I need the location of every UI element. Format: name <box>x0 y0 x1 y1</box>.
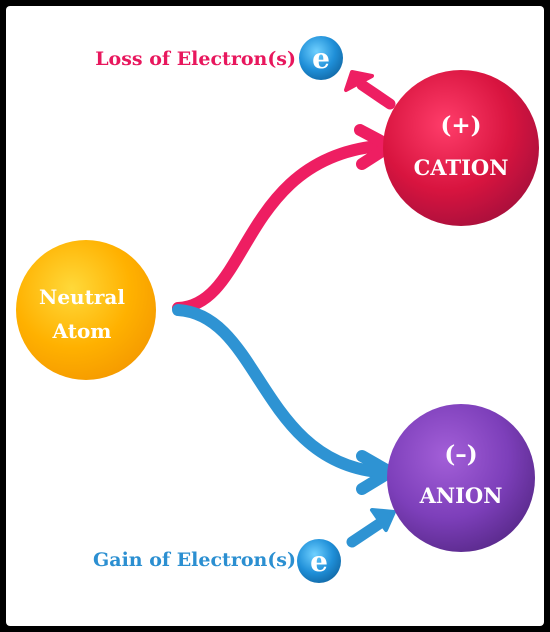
gain-label: Gain of Electron(s) <box>93 549 296 571</box>
loss-path-arrow <box>172 140 384 314</box>
gain-electron-icon: e <box>297 539 341 583</box>
loss-electron-symbol: e <box>312 42 330 75</box>
loss-electron-arrowhead <box>344 70 374 92</box>
anion-charge: (–) <box>444 441 477 468</box>
cation-charge: (+) <box>440 112 481 139</box>
gain-path-arrow <box>172 304 384 478</box>
neutral-line1: Neutral <box>39 285 125 309</box>
loss-label: Loss of Electron(s) <box>95 48 296 70</box>
neutral-atom-node: Neutral Atom <box>16 240 156 380</box>
cation-node: (+) CATION <box>383 70 539 226</box>
gain-electron-symbol: e <box>310 545 328 578</box>
loss-electron-icon: e <box>299 36 343 80</box>
gain-electron-arrowhead <box>370 508 396 532</box>
neutral-line2: Atom <box>52 319 112 343</box>
anion-node: (–) ANION <box>387 404 535 552</box>
anion-name: ANION <box>419 483 503 508</box>
loss-electron-arrow <box>356 79 396 110</box>
cation-name: CATION <box>414 155 509 180</box>
gain-electron-arrow <box>346 516 388 548</box>
